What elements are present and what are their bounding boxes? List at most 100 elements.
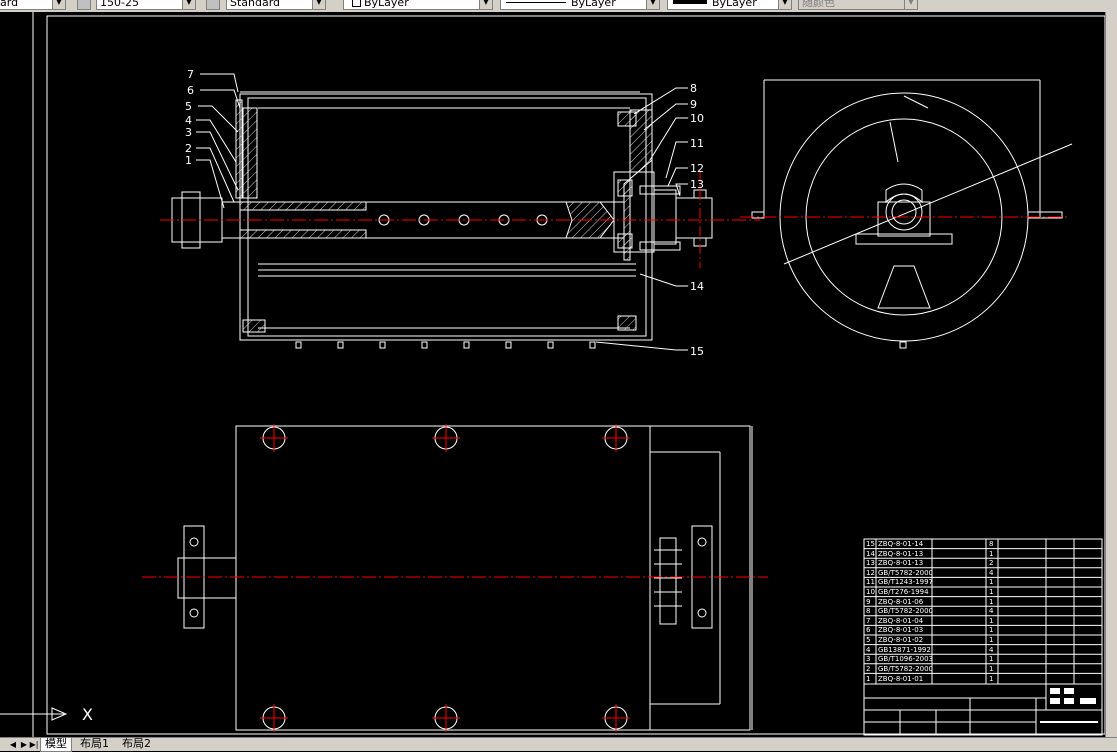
bom-code: ZBQ-8-01-14 <box>878 540 924 548</box>
bom-no: 6 <box>866 626 871 634</box>
bom-qty: 1 <box>989 598 993 606</box>
bom-no: 7 <box>866 617 870 625</box>
bom-code: ZBQ-8-01-01 <box>878 675 923 683</box>
bom-no: 9 <box>866 598 870 606</box>
part-label: 6 <box>187 84 194 97</box>
part-label: 13 <box>690 178 704 191</box>
bom-code: GB/T1096-2003 <box>878 655 933 663</box>
bom-qty: 1 <box>989 655 993 663</box>
bom-qty: 1 <box>989 665 993 673</box>
bom-code: GB/T5782-2000 <box>878 665 933 673</box>
tab-layout2[interactable]: 布局2 <box>122 737 151 750</box>
lineweight-value: ByLayer <box>712 0 757 9</box>
bom-qty: 1 <box>989 617 993 625</box>
bom-no: 8 <box>866 607 870 615</box>
part-label: 2 <box>185 142 192 155</box>
bom-no: 15 <box>866 540 875 548</box>
part-label: 7 <box>187 68 194 81</box>
title-block-marks <box>1050 688 1096 704</box>
text-style-value: ard <box>0 0 19 9</box>
vertical-scrollbar[interactable] <box>1105 12 1117 737</box>
bom-no: 10 <box>866 588 875 596</box>
lineweight-select[interactable]: ByLayer ▼ <box>667 0 792 10</box>
bom-code: ZBQ-8-01-04 <box>878 617 924 625</box>
front-section-view <box>171 73 713 351</box>
bom-code: ZBQ-8-01-02 <box>878 636 923 644</box>
bom-no: 2 <box>866 665 870 673</box>
dim-style-select[interactable]: 150-25▼ <box>96 0 196 10</box>
bom-no: 12 <box>866 569 875 577</box>
bom-table <box>863 538 1103 736</box>
part-label: 1 <box>185 154 192 167</box>
bom-no: 5 <box>866 636 870 644</box>
part-label: 11 <box>690 137 704 150</box>
linetype-preview <box>506 2 566 3</box>
tab-last-icon[interactable]: ▶| <box>29 740 39 749</box>
bom-no: 1 <box>866 675 870 683</box>
chevron-down-icon: ▼ <box>778 0 791 9</box>
ucs-x-label: X <box>82 705 93 724</box>
layer-color-value: ByLayer <box>364 0 409 9</box>
bom-qty: 1 <box>989 636 993 644</box>
bom-qty: 1 <box>989 550 993 558</box>
table-style-value: Standard <box>230 0 281 9</box>
table-style-icon[interactable] <box>206 0 220 10</box>
side-view <box>751 79 1073 349</box>
linetype-value: ByLayer <box>571 0 616 9</box>
part-label: 3 <box>185 126 192 139</box>
text-style-select[interactable]: ard ▼ <box>0 0 66 10</box>
bom-code: ZBQ-8-01-03 <box>878 626 923 634</box>
bom-rows: 15 ZBQ-8-01-14 8 14 ZBQ-8-01-13 1 13 ZBQ… <box>866 540 994 683</box>
table-style-select[interactable]: Standard ▼ <box>226 0 326 10</box>
bom-no: 4 <box>866 646 871 654</box>
properties-toolbar: ard ▼ 150-25▼ Standard ▼ ByLayer ▼ ByLayer ▼… <box>0 0 1117 12</box>
part-label: 5 <box>185 100 192 113</box>
plot-style-value: 随颜色 <box>802 0 835 9</box>
part-label: 9 <box>690 98 697 111</box>
dim-style-icon[interactable] <box>77 0 91 10</box>
bom-code: GB/T5782-2000 <box>878 569 933 577</box>
bom-code: GB/T276-1994 <box>878 588 929 596</box>
chevron-down-icon: ▼ <box>182 0 195 9</box>
bom-no: 14 <box>866 550 875 558</box>
bom-no: 13 <box>866 559 875 567</box>
bom-no: 3 <box>866 655 870 663</box>
top-view <box>177 425 753 731</box>
bom-qty: 1 <box>989 588 993 596</box>
plot-style-select[interactable]: 随颜色 ▼ <box>798 0 918 10</box>
part-labels: 7 6 5 4 3 2 1 8 9 10 11 12 13 14 15 <box>185 68 704 358</box>
part-label: 15 <box>690 345 704 358</box>
ucs-icon <box>0 707 68 721</box>
part-label: 14 <box>690 280 704 293</box>
chevron-down-icon: ▼ <box>646 0 659 9</box>
part-label: 8 <box>690 82 697 95</box>
part-label: 10 <box>690 112 704 125</box>
bom-qty: 1 <box>989 626 993 634</box>
part-label: 4 <box>185 114 192 127</box>
chevron-down-icon: ▼ <box>312 0 325 9</box>
chevron-down-icon: ▼ <box>52 0 65 9</box>
tab-prev-icon[interactable]: ◀ <box>9 740 17 749</box>
tab-model[interactable]: 模型 <box>40 738 72 752</box>
bom-no: 11 <box>866 578 875 586</box>
bom-qty: 2 <box>989 559 993 567</box>
layout-tab-bar: ◀ ▶ ▶| 模型 布局1 布局2 <box>0 737 1117 752</box>
tab-layout1[interactable]: 布局1 <box>80 737 109 750</box>
bom-code: ZBQ-8-01-13 <box>878 559 923 567</box>
bom-qty: 8 <box>989 540 993 548</box>
bom-code: ZBQ-8-01-06 <box>878 598 924 606</box>
bom-code: GB/T5782-2000 <box>878 607 933 615</box>
bom-qty: 4 <box>989 607 994 615</box>
part-label: 12 <box>690 162 704 175</box>
chevron-down-icon: ▼ <box>479 0 492 9</box>
sheet-frame <box>46 15 1106 735</box>
bom-qty: 1 <box>989 578 993 586</box>
layer-color-select[interactable]: ByLayer ▼ <box>343 0 493 10</box>
tab-next-icon[interactable]: ▶ <box>20 740 28 749</box>
linetype-select[interactable]: ByLayer ▼ <box>500 0 660 10</box>
chevron-down-icon: ▼ <box>904 0 917 9</box>
bom-qty: 4 <box>989 569 994 577</box>
cad-drawing[interactable]: 7 6 5 4 3 2 1 8 9 10 11 12 13 14 15 <box>0 12 1106 737</box>
drawing-canvas[interactable]: 7 6 5 4 3 2 1 8 9 10 11 12 13 14 15 <box>0 12 1106 737</box>
bom-qty: 4 <box>989 646 994 654</box>
